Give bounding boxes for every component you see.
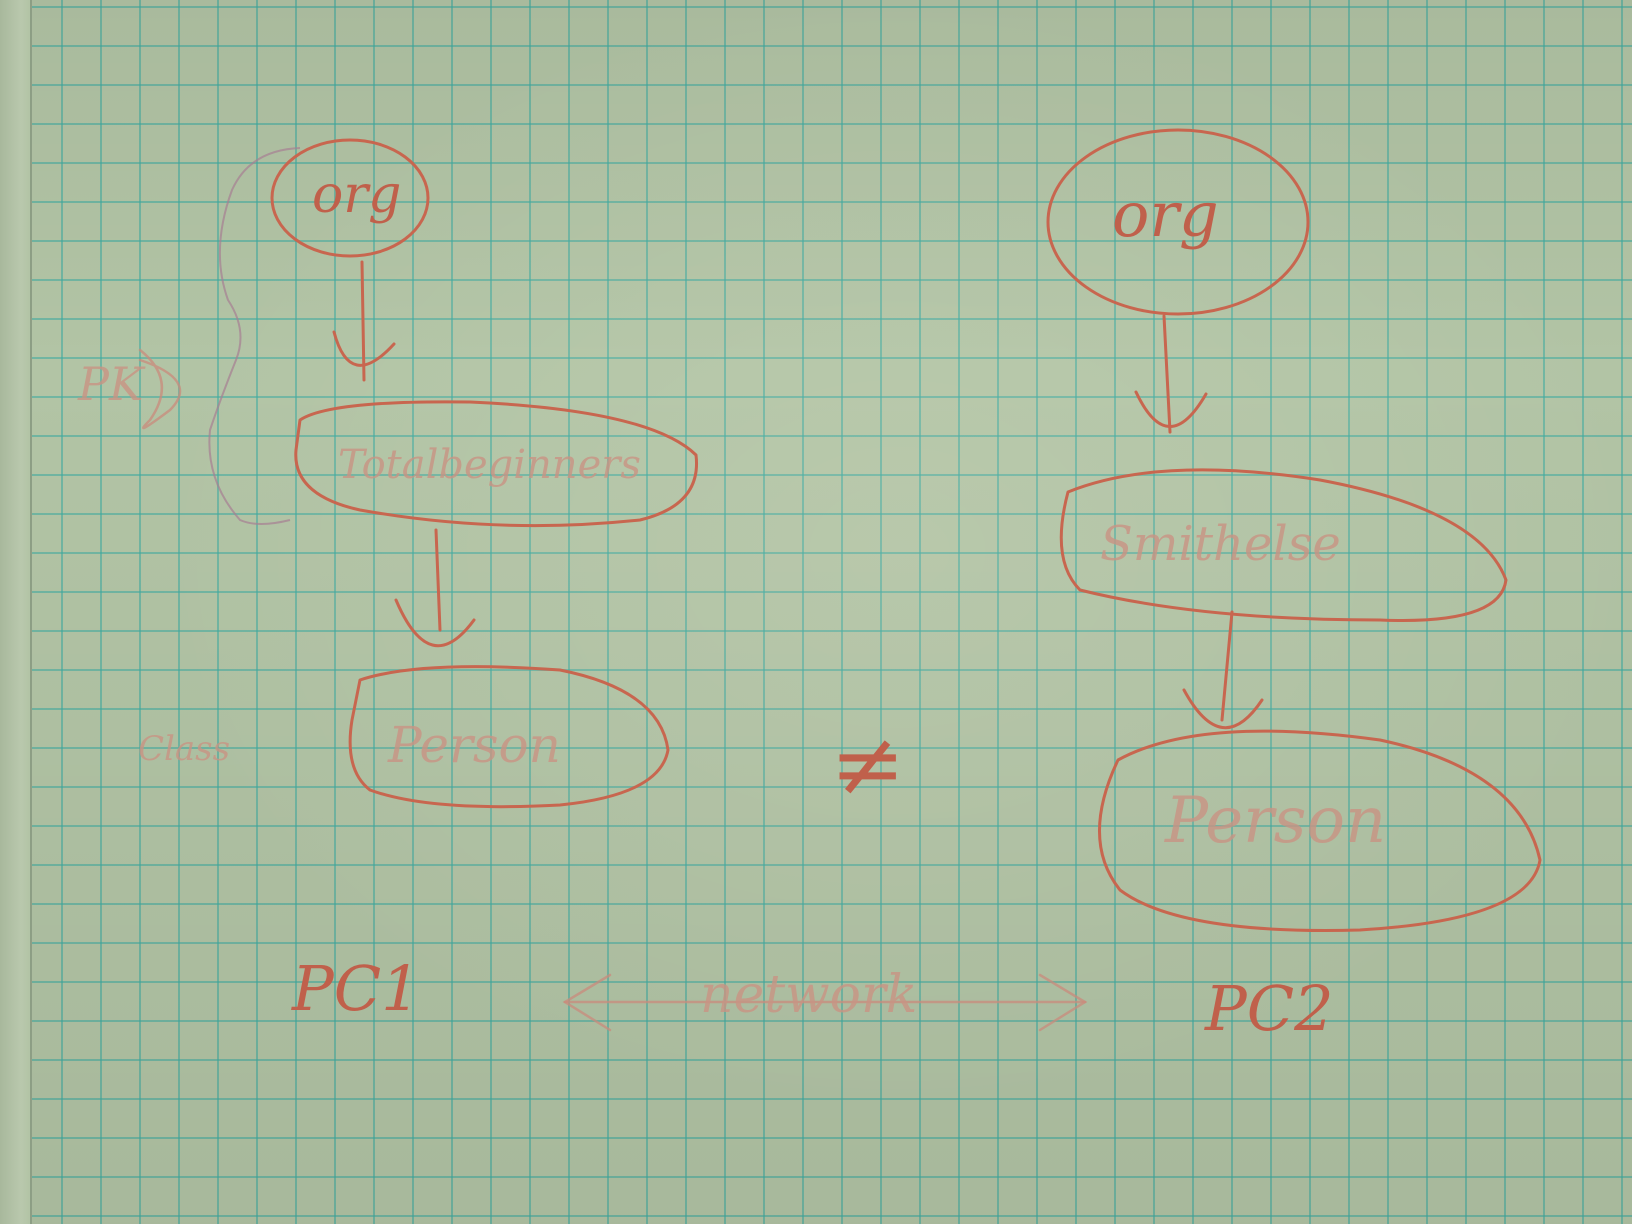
right-edge-middle-bottom: [1220, 610, 1234, 722]
left-org-node: [270, 138, 430, 258]
right-arrowhead-1: [1134, 390, 1208, 428]
left-arrowhead-1: [332, 330, 396, 367]
right-org-node: [1046, 128, 1310, 316]
right-edge-org-middle: [1162, 314, 1172, 434]
left-person-node: [348, 665, 670, 809]
network-label: network: [700, 965, 917, 1025]
left-arrowhead-2: [394, 598, 476, 648]
network-arrowhead-right: [1038, 973, 1088, 1032]
left-side-mark: [138, 348, 182, 430]
left-machine-label: PC1: [291, 952, 421, 1025]
left-edge-org-middle: [360, 260, 366, 382]
left-middle-node: [294, 400, 699, 528]
network-arrowhead-left: [562, 973, 612, 1032]
left-side-label: PK: [77, 357, 146, 411]
left-brace: [208, 147, 301, 525]
right-middle-node: [1059, 468, 1508, 622]
right-machine-label: PC2: [1204, 972, 1334, 1045]
right-arrowhead-2: [1182, 688, 1264, 729]
right-person-label: Person: [1164, 784, 1386, 858]
left-class-label: Class: [138, 729, 230, 769]
paper-edge: [0, 0, 32, 1224]
right-person-node: [1098, 729, 1542, 932]
left-middle-label: Totalbeginners: [338, 442, 641, 488]
left-org-label: org: [312, 165, 401, 225]
left-edge-middle-bottom: [434, 528, 442, 632]
not-equal-sign: ≠: [830, 712, 905, 817]
right-org-label: org: [1112, 178, 1219, 251]
left-person-label: Person: [387, 716, 561, 774]
right-middle-label: Smithelse: [1100, 516, 1341, 572]
